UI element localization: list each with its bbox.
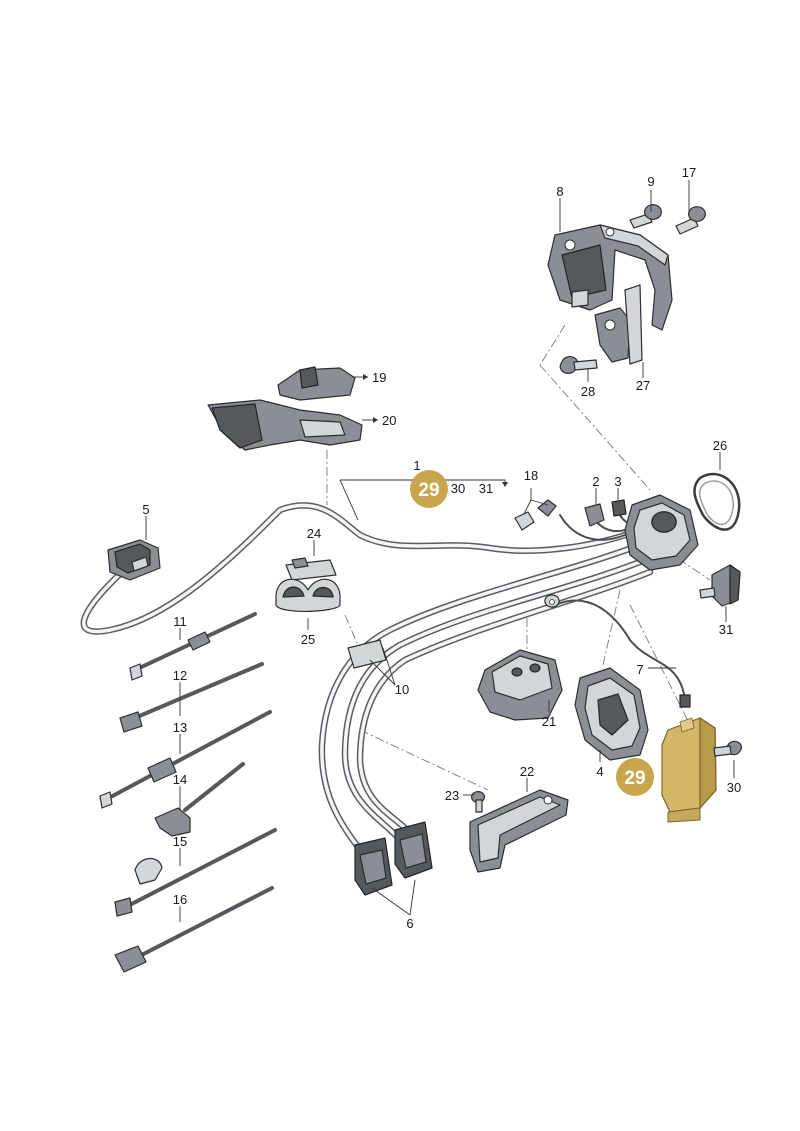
callout-23: 23 [445,788,459,803]
connector-5 [107,539,161,581]
wiring-harness [80,502,691,864]
clip-24 [285,557,337,581]
arrowheads [363,374,508,487]
bracket-22 [469,789,569,873]
callout-31-top: 31 [479,481,493,496]
callout-labels: 1 2 3 4 5 6 7 8 9 10 11 12 13 14 15 16 1… [142,165,741,931]
callout-26: 26 [713,438,727,453]
callout-31-right: 31 [719,622,733,637]
clip-25 [275,578,341,613]
bracket-20 [207,399,363,451]
callout-13: 13 [173,720,187,735]
callout-22: 22 [520,764,534,779]
callout-30-right: 30 [727,780,741,795]
callout-18: 18 [524,468,538,483]
bracket-21 [477,649,563,721]
callout-19: 19 [372,370,386,385]
callout-20: 20 [382,413,396,428]
callout-30-top: 30 [451,481,465,496]
callout-6: 6 [406,916,413,931]
callout-15: 15 [173,834,187,849]
callout-4: 4 [596,764,603,779]
callout-9: 9 [647,174,654,189]
callout-27: 27 [636,378,650,393]
bracket-31 [699,564,741,607]
bracket-4 [574,667,649,761]
callout-12: 12 [173,668,187,683]
callout-14: 14 [173,772,187,787]
callout-3: 3 [614,474,621,489]
callout-10: 10 [395,682,409,697]
bracket-8 [547,224,673,331]
callout-28: 28 [581,384,595,399]
badge-29-bottom: 29 [616,758,654,796]
callout-2: 2 [592,474,599,489]
bracket-19 [277,366,356,401]
badge-29-bottom-label: 29 [624,768,645,789]
callout-5: 5 [142,502,149,517]
callout-25: 25 [301,632,315,647]
module-29 [661,716,717,823]
callout-11: 11 [173,614,187,629]
callout-24: 24 [307,526,321,541]
cable-ties [99,612,277,973]
callout-17: 17 [682,165,696,180]
callout-1: 1 [413,458,420,473]
small-parts [470,499,743,813]
callout-8: 8 [556,184,563,199]
callout-21: 21 [542,714,556,729]
callout-7: 7 [636,662,643,677]
bolts [559,204,706,375]
callout-16: 16 [173,892,187,907]
badge-29-top: 29 [410,470,448,508]
connectors-6 [354,821,433,896]
grommet-26 [693,472,741,531]
bracket-27 [594,284,643,365]
harness-hub-housing [624,494,699,571]
leader-lines [145,180,735,922]
badge-29-top-label: 29 [418,480,439,501]
